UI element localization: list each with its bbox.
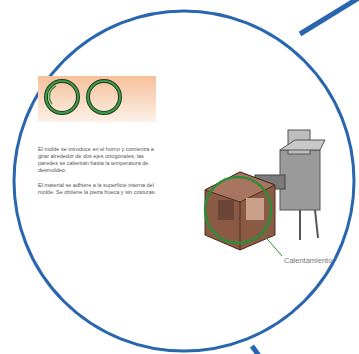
rotation-arrow [49,86,56,104]
zoom-circle [14,11,354,351]
mold-ring [88,81,120,113]
mold-ring [46,81,78,113]
description-text: El molde se introduce en el horno y comi… [38,146,160,174]
highlight-circle [205,177,271,243]
mold-ring [46,81,78,113]
stage-label: Calentamiento [284,256,354,265]
connector-line [252,346,262,354]
description-text: El material se adhiere a la superficie i… [38,182,160,196]
oven-machine [205,130,325,250]
color-band [38,76,156,122]
leader-line [262,233,282,256]
connector-line [300,0,359,34]
mold-ring [88,81,120,113]
